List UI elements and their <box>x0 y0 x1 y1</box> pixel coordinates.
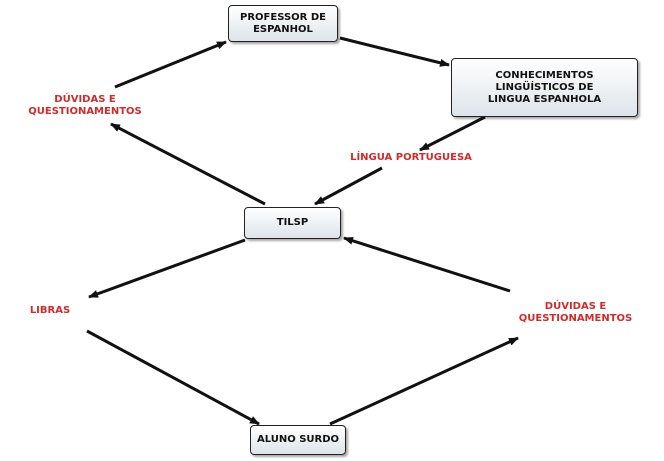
arrow-duvidas-to-tilsp <box>343 236 511 293</box>
label-duvidas-right: DÚVIDAS E QUESTIONAMENTOS <box>518 301 633 324</box>
arrow-libras-to-aluno <box>86 329 260 426</box>
label-libras: LIBRAS <box>29 305 71 316</box>
arrow-tilsp-to-duvidas <box>110 122 266 206</box>
arrow-conhecimentos-to-lingua <box>419 115 486 152</box>
arrow-duvidas-to-professor <box>114 40 227 89</box>
label-duvidas-left: DÚVIDAS E QUESTIONAMENTOS <box>28 94 142 117</box>
label-lingua-portuguesa: LÍNGUA PORTUGUESA <box>350 152 472 163</box>
node-tilsp: TILSP <box>244 207 341 239</box>
arrow-aluno-to-duvidas <box>329 336 519 426</box>
arrow-tilsp-to-libras <box>88 238 246 299</box>
node-aluno-surdo: ALUNO SURDO <box>250 425 346 455</box>
arrow-professor-to-conhecimentos <box>339 36 450 67</box>
node-conhecimentos: CONHECIMENTOS LINGÜÍSTICOS DE LINGUA ESP… <box>451 58 638 117</box>
node-professor-espanhol: PROFESSOR DE ESPANHOL <box>228 5 338 42</box>
arrow-lingua-to-tilsp <box>314 166 383 206</box>
